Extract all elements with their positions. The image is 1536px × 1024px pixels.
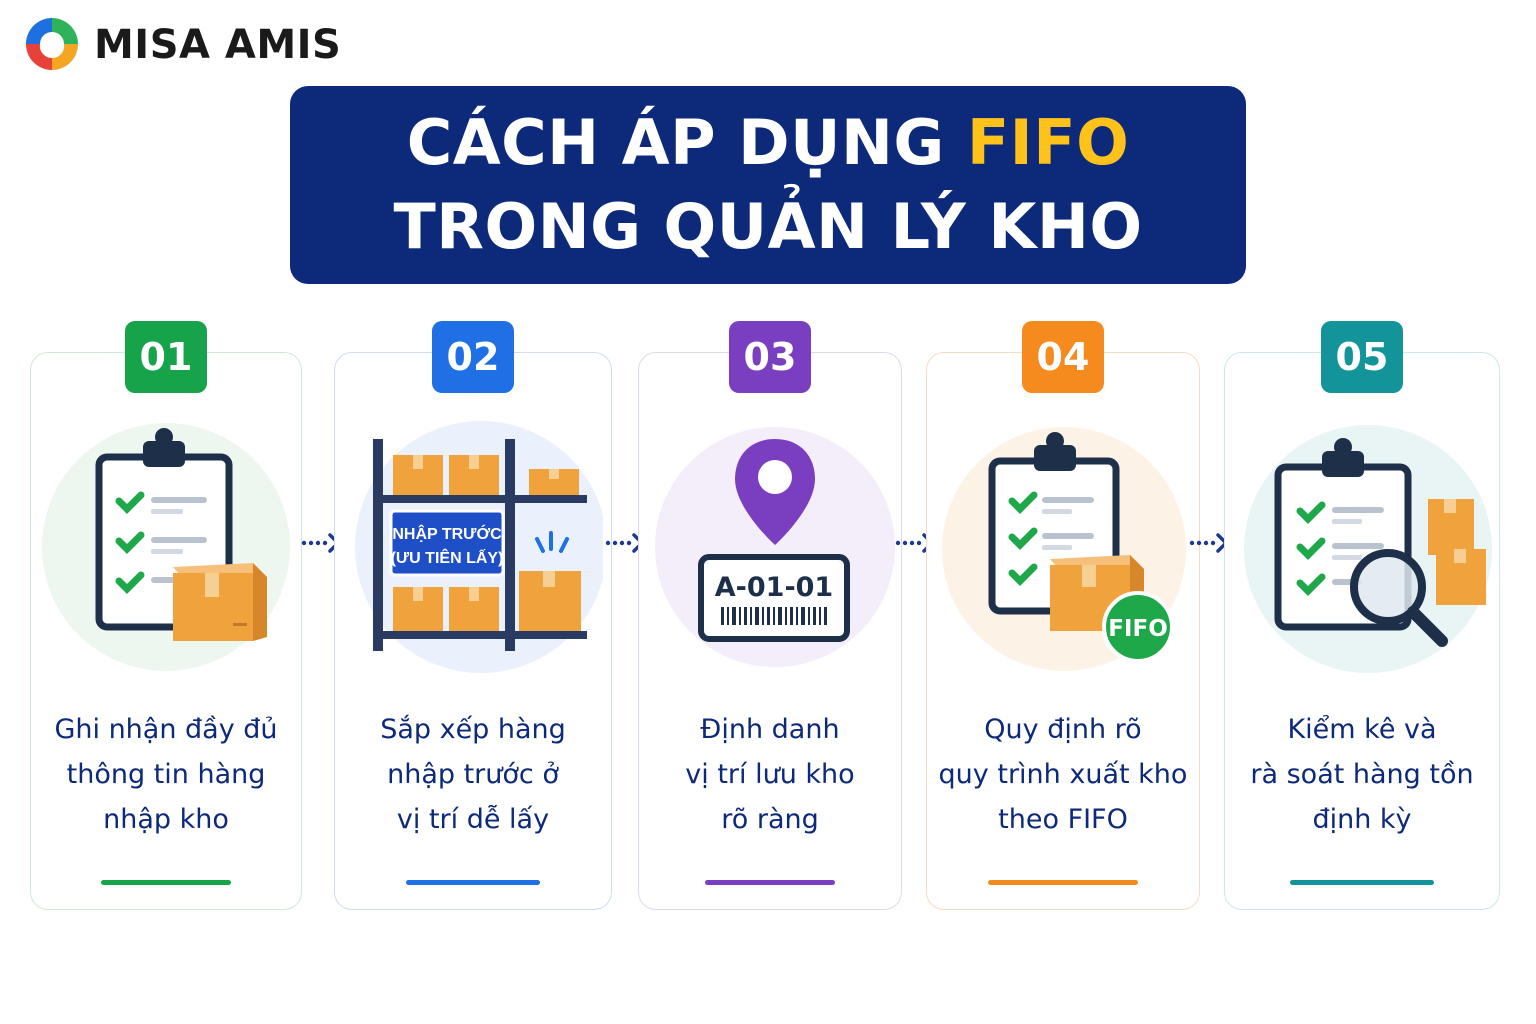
step-illustration bbox=[31, 409, 301, 683]
step-description: Ghi nhận đầy đủ thông tin hàng nhập kho bbox=[54, 714, 278, 835]
step-number-badge: 02 bbox=[432, 321, 514, 393]
location-code: A-01-01 bbox=[715, 572, 833, 603]
step-illustration: A-01-01 bbox=[639, 409, 901, 683]
step-underline bbox=[1290, 880, 1434, 885]
clipboard-fifo-icon: FIFO bbox=[942, 427, 1186, 671]
step-card-5: 05 Kiểm kê và rà soát hàng tồn định kỳ bbox=[1224, 321, 1500, 910]
step-card-4: 04 FIFO Quy định rõ quy trình xuất kho t… bbox=[926, 321, 1200, 910]
title-line-1: CÁCH ÁP DỤNG FIFO bbox=[407, 101, 1130, 185]
step-number-badge: 03 bbox=[729, 321, 811, 393]
title-banner: CÁCH ÁP DỤNG FIFO TRONG QUẢN LÝ KHO bbox=[290, 86, 1246, 284]
step-number-badge: 04 bbox=[1022, 321, 1104, 393]
location-pin-icon: A-01-01 bbox=[655, 427, 895, 667]
step-underline bbox=[406, 880, 540, 885]
step-card-1: 01 Ghi nhận đầy đủ thông tin hàng nhập k… bbox=[30, 321, 302, 910]
fifo-badge-label: FIFO bbox=[1108, 616, 1168, 642]
step-card-3: 03 A-01-01 Định danh vị trí lưu kho rõ r… bbox=[638, 321, 902, 910]
step-illustration bbox=[1225, 409, 1499, 683]
misa-logo-icon bbox=[26, 18, 78, 70]
step-underline bbox=[705, 880, 835, 885]
step-description: Kiểm kê và rà soát hàng tồn định kỳ bbox=[1250, 714, 1474, 835]
step-number-badge: 01 bbox=[125, 321, 207, 393]
inventory-check-icon bbox=[1244, 425, 1492, 673]
title-line-2: TRONG QUẢN LÝ KHO bbox=[393, 190, 1143, 263]
shelf-sign-line-2: (ƯU TIÊN LẤY) bbox=[391, 548, 504, 567]
step-number-badge: 05 bbox=[1321, 321, 1403, 393]
brand-logo: MISA AMIS bbox=[24, 14, 341, 76]
shelf-sign-line-1: NHẬP TRƯỚC bbox=[392, 524, 502, 543]
brand-name: MISA AMIS bbox=[94, 22, 342, 68]
step-card-2: 02 NHẬP TRƯỚC (ƯU TIÊN LẤY) Sắp xếp hàng… bbox=[334, 321, 612, 910]
step-illustration: NHẬP TRƯỚC (ƯU TIÊN LẤY) bbox=[335, 409, 611, 683]
step-description: Sắp xếp hàng nhập trước ở vị trí dễ lấy bbox=[380, 714, 566, 835]
title-accent: FIFO bbox=[966, 106, 1130, 179]
clipboard-box-icon bbox=[42, 423, 290, 671]
step-description: Định danh vị trí lưu kho rõ ràng bbox=[685, 714, 855, 835]
step-underline bbox=[988, 880, 1138, 885]
title-prefix: CÁCH ÁP DỤNG bbox=[406, 106, 967, 179]
step-description: Quy định rõ quy trình xuất kho theo FIFO bbox=[938, 714, 1188, 835]
step-illustration: FIFO bbox=[927, 409, 1199, 683]
warehouse-shelf-icon: NHẬP TRƯỚC (ƯU TIÊN LẤY) bbox=[355, 421, 603, 673]
step-underline bbox=[101, 880, 231, 885]
